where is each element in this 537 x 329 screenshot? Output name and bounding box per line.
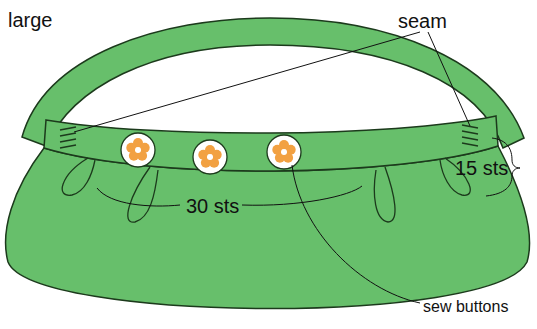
pleat-loops <box>62 158 470 222</box>
note-label: sew buttons <box>423 298 508 316</box>
bag-band <box>44 116 498 171</box>
dimension-label: 30 sts <box>186 195 239 217</box>
callout-label: seam <box>398 10 447 32</box>
size-label: large <box>8 9 52 31</box>
leader-lines <box>74 32 520 303</box>
dimension-label: 15 sts <box>455 157 508 179</box>
buttons <box>121 133 301 174</box>
